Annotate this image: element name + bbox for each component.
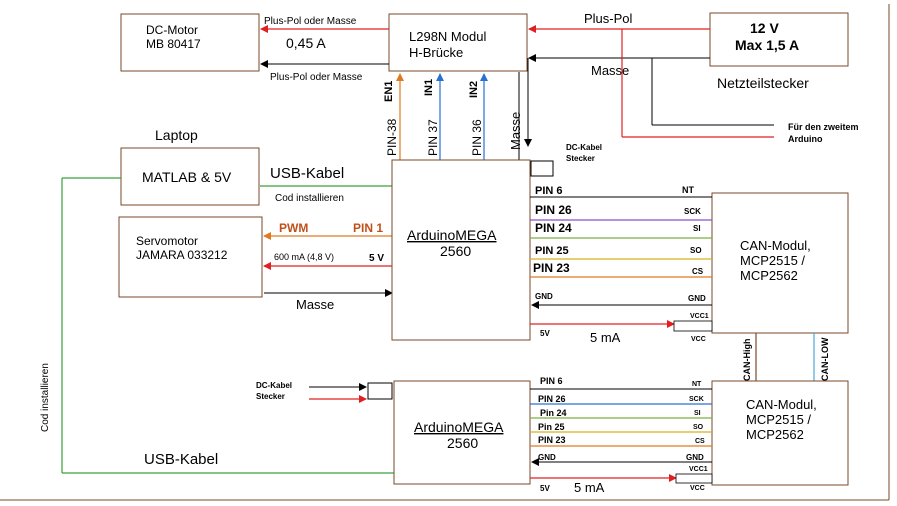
spi2-left-3: Pin 25: [538, 422, 565, 432]
dc-motor-label: DC-Motor: [146, 23, 198, 37]
spi1-vcc-connector: [673, 320, 713, 332]
cod-label-bottom: Cod installieren: [40, 363, 51, 432]
second-arduino-label-2: Arduino: [788, 134, 823, 144]
can-high-label: CAN-High: [742, 339, 752, 382]
dc-motor-box: [120, 13, 260, 72]
spi1-left-3: PIN 25: [535, 245, 569, 257]
arduino-2-model: 2560: [447, 435, 478, 451]
in2-label: IN2: [468, 81, 480, 98]
spi2-left-1: PIN 26: [538, 394, 566, 404]
servo-current: 600 mA (4,8 V): [274, 252, 334, 262]
dc-plug-1-label-2: Stecker: [566, 154, 595, 163]
spi2-left-4: PIN 23: [538, 435, 566, 445]
servo-masse-label: Masse: [296, 297, 334, 312]
can-2-chip-1: MCP2515 /: [746, 412, 811, 427]
can-1-chip-1: MCP2515 /: [740, 253, 805, 268]
cod-label-top: Cod installieren: [275, 193, 344, 204]
spi1-left-4: PIN 23: [533, 261, 570, 275]
can-2-box: [711, 380, 849, 486]
spi1-right-5: GND: [688, 294, 706, 303]
arduino-1-model: 2560: [440, 243, 471, 259]
dc-plug-2-label-1: DC-Kabel: [256, 381, 292, 390]
dc-plug-2: [367, 382, 393, 400]
pin1-label: PIN 1: [353, 221, 383, 235]
spi2-left-2: Pin 24: [540, 408, 567, 418]
pin38-label: PIN-38: [385, 118, 399, 156]
spi1-right-2: SI: [693, 224, 701, 233]
spi2-right-1: SCK: [689, 396, 704, 403]
spi2-right-5: GND: [686, 453, 704, 462]
arduino-1-box: [391, 159, 531, 341]
servo-box: [118, 216, 263, 298]
motor-link-top: Plus-Pol oder Masse: [264, 16, 357, 27]
spi1-left-2: PIN 24: [535, 221, 572, 235]
arduino-2-label: ArduinoMEGA: [414, 419, 504, 435]
laptop-box: [120, 147, 260, 206]
en1-label: EN1: [383, 81, 395, 102]
arduino-1-label: ArduinoMEGA: [407, 227, 497, 243]
can-low-label: CAN-LOW: [820, 337, 830, 381]
power-masse-label: Masse: [591, 63, 629, 78]
spi1-left-6: 5V: [540, 329, 550, 338]
spi2-right-6: VCC1: [689, 466, 708, 473]
spi1-right-6: VCC1: [690, 313, 709, 320]
motor-link-bottom: Plus-Pol oder Masse: [270, 72, 363, 83]
masse-vertical-label: Masse: [508, 112, 523, 150]
spi1-right-1: SCK: [684, 207, 701, 216]
spi1-right-7: VCC: [691, 336, 706, 343]
servo-label: Servomotor: [136, 234, 198, 248]
l298n-box: [388, 13, 528, 72]
spi1-right-0: NT: [682, 185, 694, 195]
can-2-chip-2: MCP2562: [746, 427, 804, 442]
spi1-left-5: GND: [535, 292, 553, 301]
pin37-label: PIN 37: [426, 119, 440, 156]
power-current: Max 1,5 A: [735, 37, 799, 53]
spi2-left-5: GND: [538, 453, 556, 462]
laptop-caption: Laptop: [155, 127, 198, 143]
spi2-right-3: SO: [693, 424, 704, 431]
power-caption: Netzteilstecker: [717, 75, 809, 91]
spi1-right-3: SO: [690, 246, 702, 255]
spi1-left-0: PIN 6: [535, 185, 563, 197]
second-arduino-label-1: Für den zweitem: [788, 122, 859, 132]
servo-5v-label: 5 V: [369, 253, 384, 264]
spi2-vcc-connector: [675, 473, 713, 484]
pin36-label: PIN 36: [470, 119, 484, 156]
pwm-label: PWM: [279, 221, 308, 235]
spi1-current: 5 mA: [590, 330, 621, 345]
usb-label-bottom: USB-Kabel: [144, 451, 218, 468]
spi2-left-0: PIN 6: [540, 376, 563, 386]
spi2-right-2: SI: [694, 410, 701, 417]
spi1-left-1: PIN 26: [535, 203, 572, 217]
l298n-subtitle: H-Brücke: [409, 45, 463, 60]
spi2-current: 5 mA: [574, 480, 605, 495]
power-voltage: 12 V: [750, 20, 779, 36]
spi2-left-6: 5V: [540, 484, 550, 493]
servo-model: JAMARA 033212: [136, 248, 228, 262]
dc-plug-1-label-1: DC-Kabel: [566, 143, 602, 152]
can-1-chip-2: MCP2562: [740, 268, 798, 283]
spi1-right-4: CS: [692, 267, 704, 276]
can-1-label: CAN-Modul,: [740, 238, 811, 253]
in1-label: IN1: [423, 79, 435, 96]
arduino-2-box: [393, 380, 531, 485]
can-1-box: [711, 192, 849, 334]
dc-plug-1: [530, 160, 554, 177]
laptop-label: MATLAB & 5V: [142, 169, 232, 185]
power-plus-label: Plus-Pol: [584, 11, 633, 26]
power-box: [709, 12, 849, 67]
dc-motor-model: MB 80417: [146, 37, 201, 51]
l298n-label: L298N Modul: [409, 29, 486, 44]
dc-plug-2-label-2: Stecker: [256, 392, 285, 401]
spi2-right-0: NT: [692, 381, 702, 388]
spi2-right-4: CS: [695, 438, 705, 445]
usb-label-top: USB-Kabel: [270, 165, 344, 182]
can-2-label: CAN-Modul,: [746, 397, 817, 412]
motor-current: 0,45 A: [286, 35, 326, 51]
spi2-right-7: VCC: [690, 485, 705, 492]
